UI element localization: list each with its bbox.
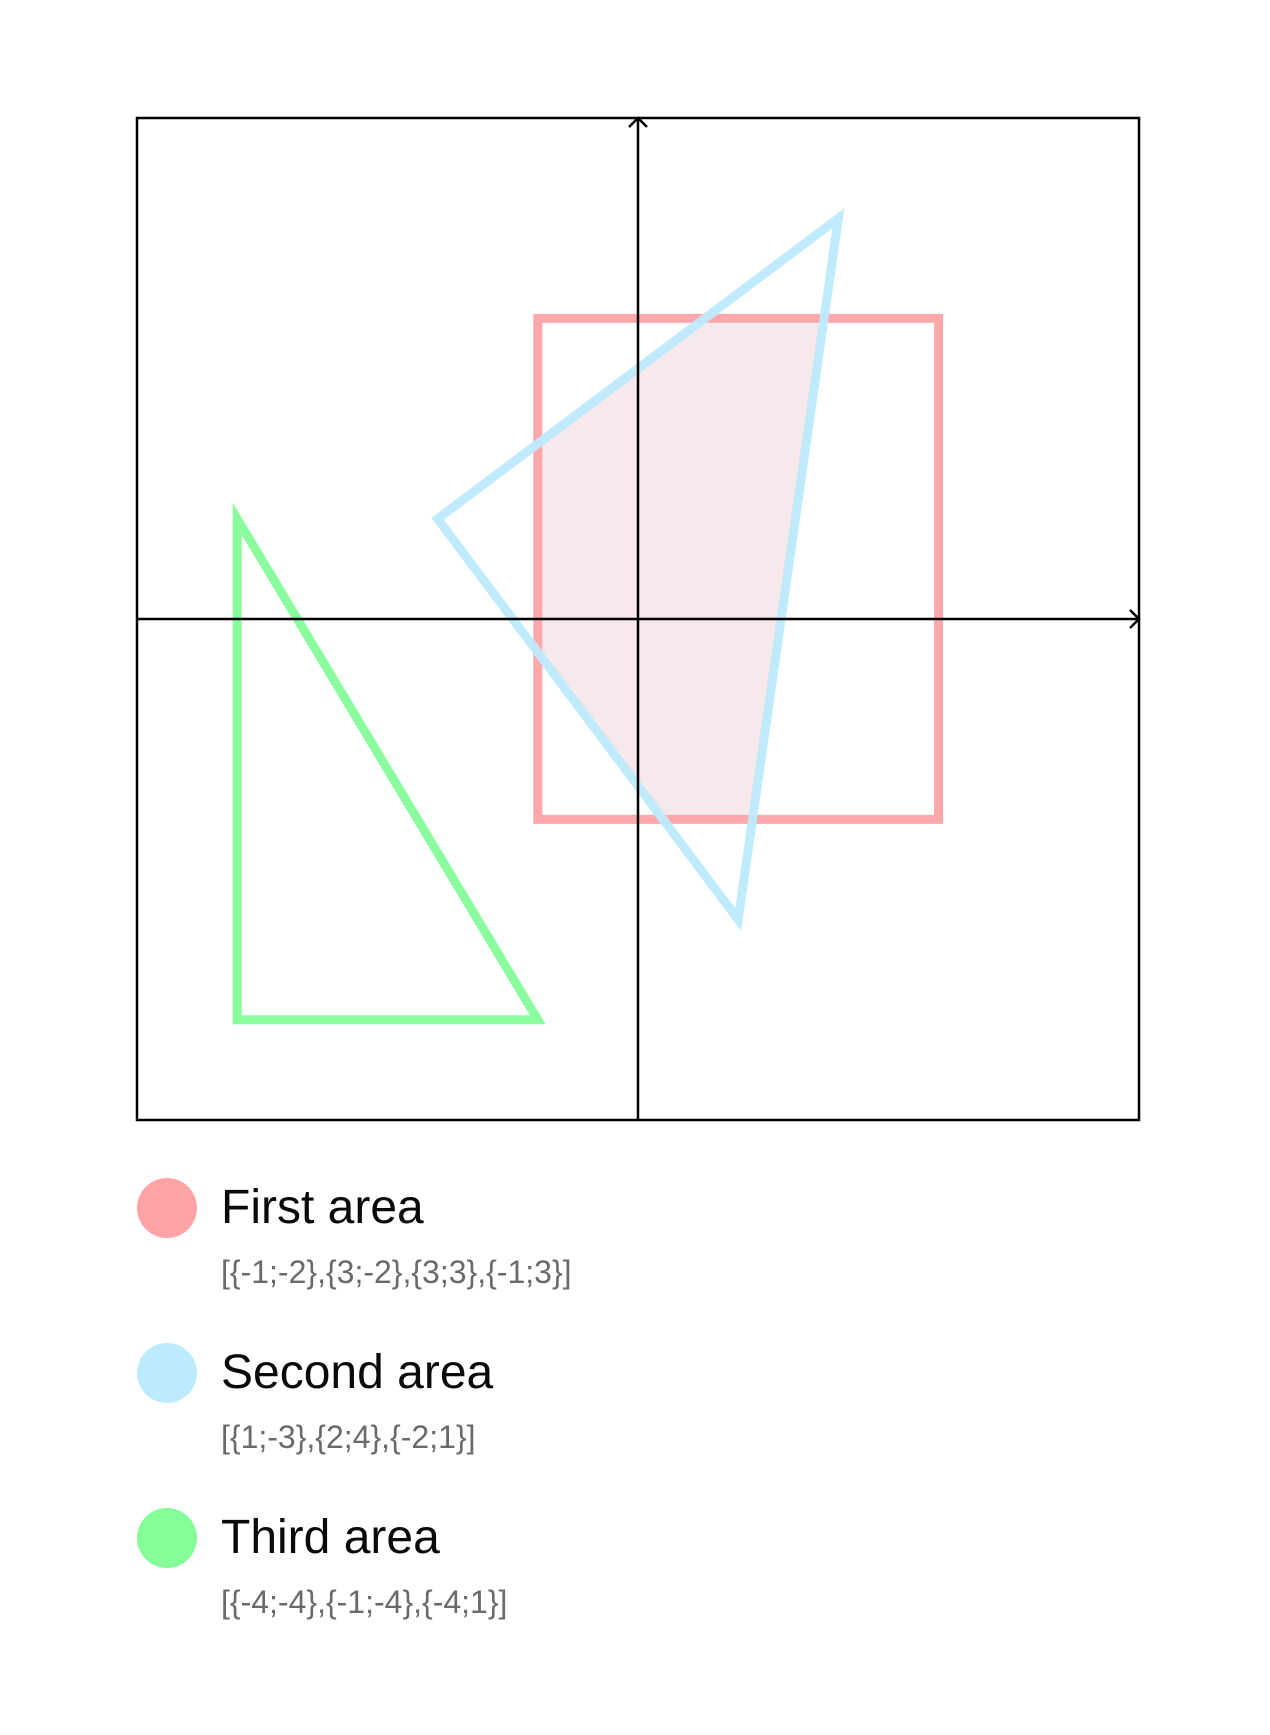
intersection-area (537, 318, 825, 820)
legend-item-first-area: First area [{-1;-2},{3;-2},{3;3},{-1;3}] (137, 1170, 1037, 1335)
legend-item-third-area: Third area [{-4;-4},{-1;-4},{-4;1}] (137, 1500, 1037, 1665)
x-axis-arrow-icon (1129, 609, 1141, 629)
legend-swatch-first-area (137, 1178, 197, 1238)
legend-coords-third-area: [{-4;-4},{-1;-4},{-4;1}] (221, 1584, 508, 1620)
legend-coords-first-area: [{-1;-2},{3;-2},{3;3},{-1;3}] (221, 1254, 572, 1290)
legend: First area [{-1;-2},{3;-2},{3;3},{-1;3}]… (137, 1170, 1037, 1665)
legend-coords-second-area: [{1;-3},{2;4},{-2;1}] (221, 1419, 476, 1455)
legend-label-third-area: Third area (221, 1511, 440, 1564)
legend-swatch-second-area (137, 1343, 197, 1403)
legend-label-first-area: First area (221, 1181, 424, 1234)
polygon-first-area (533, 313, 944, 824)
legend-item-second-area: Second area [{1;-3},{2;4},{-2;1}] (137, 1335, 1037, 1500)
legend-label-second-area: Second area (221, 1346, 494, 1399)
legend-swatch-third-area (137, 1508, 197, 1568)
polygon-third-area (232, 502, 546, 1025)
y-axis-arrow-icon (628, 116, 648, 128)
